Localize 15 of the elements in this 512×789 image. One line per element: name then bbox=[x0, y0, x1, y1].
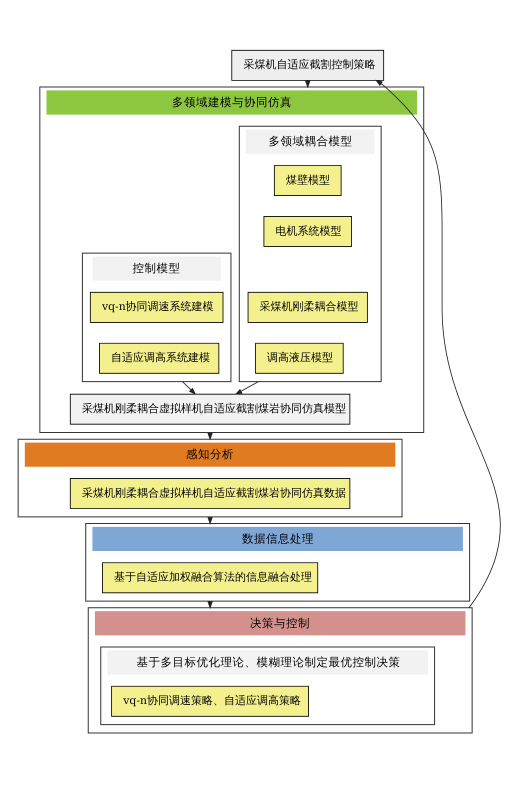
node-box: vq-n协同调速策略、自适应调高策略 bbox=[111, 685, 309, 716]
node-box: 采煤机刚柔耦合模型 bbox=[248, 291, 368, 322]
node-box: 自适应调高系统建模 bbox=[99, 342, 220, 374]
arrow bbox=[305, 80, 310, 88]
node-box: 采煤机刚柔耦合虚拟样机自适应截割煤岩协同仿真数据 bbox=[70, 478, 350, 508]
arrow bbox=[375, 79, 501, 608]
node-box: 电机系统模型 bbox=[264, 216, 352, 246]
node-box: 采煤机刚柔耦合虚拟样机自适应截割煤岩协同仿真模型 bbox=[70, 393, 350, 424]
node-box: 煤壁模型 bbox=[274, 164, 342, 196]
arrow bbox=[182, 380, 196, 394]
node-box: 基于自适应加权融合算法的信息融合处理 bbox=[102, 562, 318, 593]
arrow bbox=[207, 600, 213, 609]
arrow bbox=[234, 380, 259, 394]
node-box: 调高液压模型 bbox=[255, 342, 344, 374]
node-box: vq-n协同调速系统建模 bbox=[90, 291, 224, 322]
